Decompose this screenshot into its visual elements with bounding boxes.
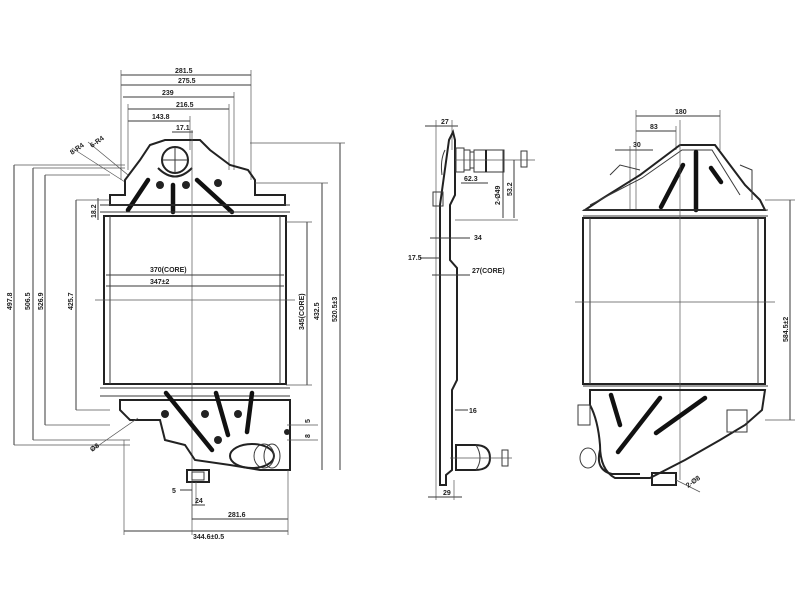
label-6-r4: 6-R4 (89, 135, 106, 149)
dim-281-6: 281.6 (228, 512, 246, 519)
dim-core-pitch: 347±2 (150, 279, 170, 286)
front-top-tank (100, 139, 290, 215)
side-dim-2-phi-49: 2-Ø49 (495, 185, 502, 205)
rear-dim-83: 83 (650, 124, 658, 131)
dim-core-width: 370(CORE) (150, 267, 187, 274)
dim-17-1: 17.1 (176, 125, 190, 132)
dim-526-9: 526.9 (38, 292, 45, 310)
dim-18-2: 18.2 (91, 204, 98, 218)
dim-281-5: 281.5 (175, 68, 193, 75)
front-right-dimensions: 345(CORE) 432.5 520.5±3 (250, 142, 345, 470)
front-top-dimensions: 281.5 275.5 239 216.5 143.8 17.1 (120, 68, 252, 180)
dim-239: 239 (162, 90, 174, 97)
dim-bottom-right-8: 8 (305, 434, 312, 438)
front-bottom-tank: Ø8 5 8 (89, 387, 318, 483)
side-dim-34: 34 (474, 235, 482, 242)
dim-344-6: 344.6±0.5 (193, 534, 224, 541)
dim-bottom-right-5: 5 (305, 419, 312, 423)
rear-label-2-phi-8: 2-Ø8 (685, 475, 702, 490)
dim-506-5: 506.5 (25, 292, 32, 310)
side-dim-27-core: 27(CORE) (472, 268, 505, 275)
label-diameter-8: Ø8 (89, 442, 101, 453)
side-dim-29: 29 (443, 490, 451, 497)
side-dim-53-2: 53.2 (507, 182, 514, 196)
front-bottom-dimensions: 5 24 281.6 344.6±0.5 (123, 440, 289, 541)
dim-520-5: 520.5±3 (332, 297, 339, 322)
dim-216-5: 216.5 (176, 102, 194, 109)
front-core: 370(CORE) 347±2 (95, 130, 295, 520)
side-dim-16: 16 (469, 408, 477, 415)
rear-view: 180 83 30 584.5±2 2-Ø8 (575, 109, 795, 493)
dim-345-core: 345(CORE) (299, 293, 306, 330)
dim-497-8: 497.8 (7, 292, 14, 310)
dim-425-7: 425.7 (68, 292, 75, 310)
rear-dim-584-5: 584.5±2 (783, 317, 790, 342)
side-dim-62-3: 62.3 (464, 176, 478, 183)
dim-275-5: 275.5 (178, 78, 196, 85)
side-dim-27: 27 (441, 119, 449, 126)
rear-dim-180: 180 (675, 109, 687, 116)
side-view: 27 62.3 2-Ø49 53.2 34 17.5 27(CORE) 16 (408, 119, 535, 500)
dim-432-5: 432.5 (314, 302, 321, 320)
front-view: 281.5 275.5 239 216.5 143.8 17.1 8-R4 6-… (7, 68, 345, 541)
front-left-dimensions: 497.8 506.5 526.9 425.7 18.2 (7, 164, 130, 446)
dim-143-8: 143.8 (152, 114, 170, 121)
dim-bottom-5: 5 (172, 488, 176, 495)
dim-bottom-24: 24 (195, 498, 203, 505)
label-8-r4: 8-R4 (69, 142, 86, 156)
side-dim-17-5: 17.5 (408, 255, 422, 262)
rear-dim-30: 30 (633, 142, 641, 149)
